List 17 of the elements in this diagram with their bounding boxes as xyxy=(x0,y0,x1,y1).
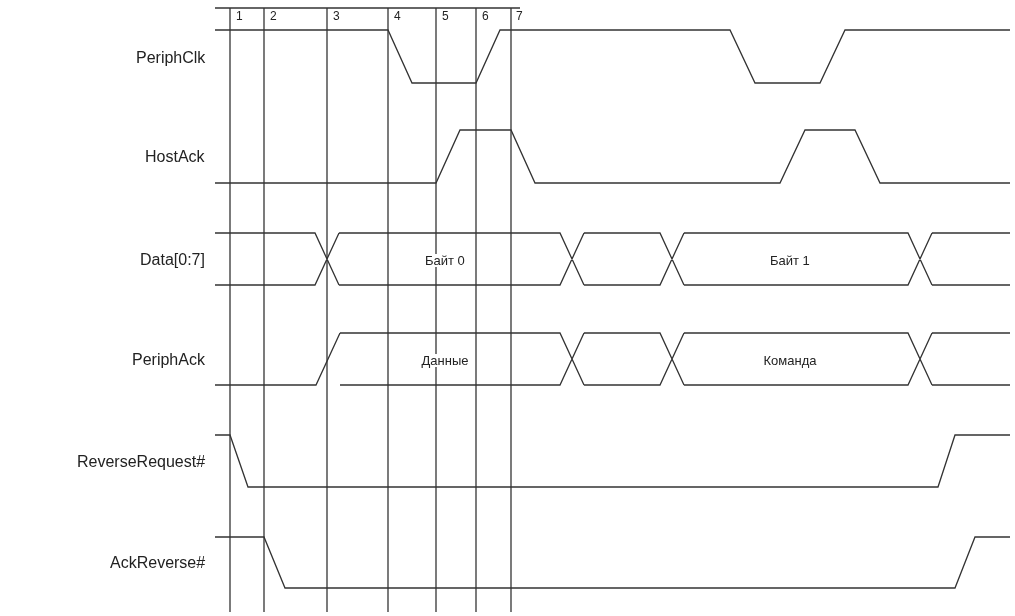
signal-name: HostAck xyxy=(145,149,205,165)
bus-value-label: Байт 1 xyxy=(770,253,810,267)
step-number: 7 xyxy=(516,10,523,22)
step-number: 6 xyxy=(482,10,489,22)
step-number: 2 xyxy=(270,10,277,22)
step-number: 1 xyxy=(236,10,243,22)
bus-value-label: Данные xyxy=(421,353,469,367)
signal-name: AckReverse# xyxy=(110,555,206,571)
bus-value-label: Байт 0 xyxy=(425,253,465,267)
signal-name: PeriphClk xyxy=(136,50,206,66)
signal-name: ReverseRequest# xyxy=(77,454,206,470)
step-number: 4 xyxy=(394,10,401,22)
step-number: 5 xyxy=(442,10,449,22)
bus-value-label: Команда xyxy=(763,353,817,367)
signal-name: Data[0:7] xyxy=(140,252,205,268)
signal-name: PeriphAck xyxy=(132,352,205,368)
step-number: 3 xyxy=(333,10,340,22)
